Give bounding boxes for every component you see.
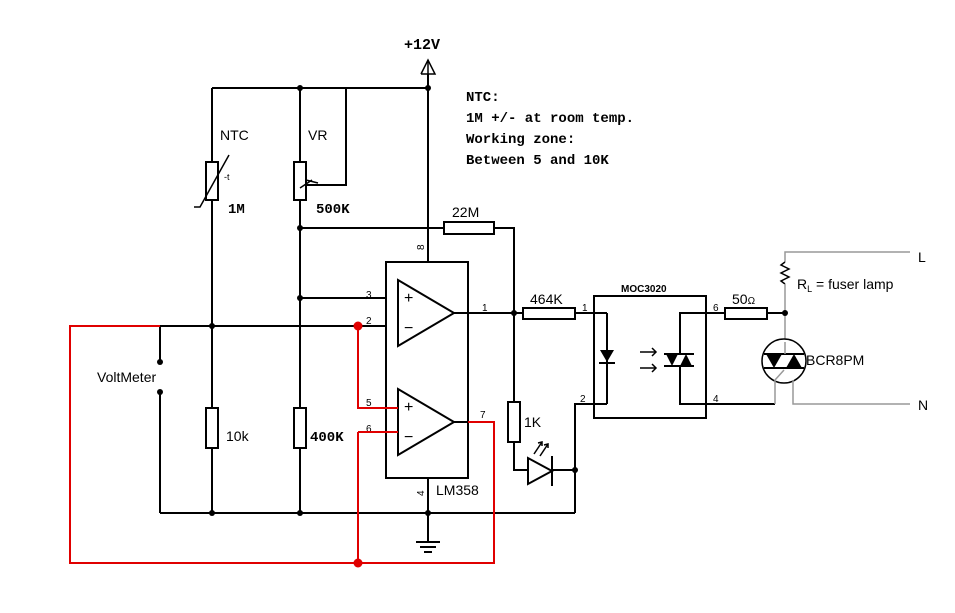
note-line-3: Working zone: [466,132,575,148]
resistor-50-value: 50Ω [732,291,756,307]
resistor-1k [507,314,528,471]
wire-opto-pin2 [574,403,594,513]
ntc-value: 1M [228,202,245,218]
led-light-icon [533,441,549,457]
resistor-400k-value: 400K [310,430,344,446]
vr-label: VR [308,127,327,143]
opamp2-plus-sign: + [404,399,413,416]
vr-value: 500K [316,202,350,218]
note-line-1: NTC: [466,90,500,106]
led-diode [527,456,575,486]
pin-4: 4 [416,490,427,496]
triac-bcr8pm [761,338,910,405]
variable-resistor [293,88,347,408]
ntc-label: NTC [220,127,249,143]
red-wire-loop [69,325,495,564]
resistor-10k [205,407,219,513]
load-label: RL = fuser lamp [797,276,894,294]
terminal-l: L [918,249,926,265]
opamp2-minus-sign: − [404,429,413,446]
pin-6: 6 [366,424,372,435]
lm358-ic [385,261,469,479]
note-line-2: 1M +/- at room temp. [466,111,634,127]
moc3020-optocoupler [593,295,775,419]
opto-pin-1: 1 [582,303,588,314]
pin-8: 8 [416,244,427,250]
opamp1-plus-sign: + [404,290,413,307]
note-line-4: Between 5 and 10K [466,153,609,169]
voltmeter-label: VoltMeter [97,369,156,385]
ntc-thermistor [194,88,230,408]
triac-label: BCR8PM [806,352,864,368]
resistor-1k-value: 1K [524,414,542,430]
resistor-400k [293,407,307,513]
terminal-n: N [918,397,928,413]
pin-3: 3 [366,290,372,301]
resistor-10k-value: 10k [226,428,250,444]
opto-label: MOC3020 [621,284,667,295]
supply-label: +12V [404,37,440,54]
vcc-arrow-icon [420,58,437,75]
opto-pin-2: 2 [580,394,586,405]
opto-pin-4: 4 [713,394,719,405]
feedback-resistor-value: 22M [452,204,479,220]
opto-pin-6: 6 [713,303,719,314]
pin-2: 2 [366,316,372,327]
resistor-464k [522,307,594,320]
pin-7: 7 [480,410,486,421]
opamp1-minus-sign: − [404,320,413,337]
ic-label: LM358 [436,482,479,498]
ntc-tempcoef: -t [224,172,230,182]
resistor-50-ohm [724,307,785,320]
feedback-resistor [300,221,515,314]
pin-5: 5 [366,398,372,409]
ground-icon [416,541,440,553]
load-resistor [779,251,910,342]
pin-1: 1 [482,303,488,314]
junction-dots [157,85,788,568]
supply-rail [212,74,429,262]
ground-rail [160,478,575,542]
resistor-464k-value: 464K [530,291,563,307]
